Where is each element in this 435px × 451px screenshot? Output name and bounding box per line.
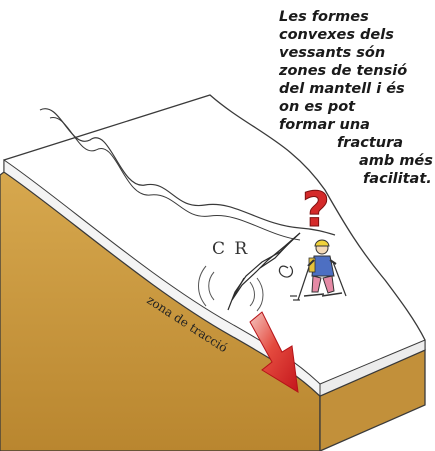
cr-label: C R [212,239,249,259]
caption-line: convexes dels [257,26,435,44]
caption-line: zones de tensió [257,62,435,80]
caption-line: fractura [257,134,435,152]
caption-line: formar una [257,116,435,134]
explanation-caption: Les formes convexes dels vessants són zo… [257,8,435,188]
question-mark: ? [302,182,330,238]
caption-line: on es pot [257,98,435,116]
caption-line: del mantell i és [257,80,435,98]
caption-line: Les formes [257,8,435,26]
caption-line: vessants són [257,44,435,62]
caption-line: amb més [257,152,435,170]
caption-line: facilitat. [257,170,435,188]
